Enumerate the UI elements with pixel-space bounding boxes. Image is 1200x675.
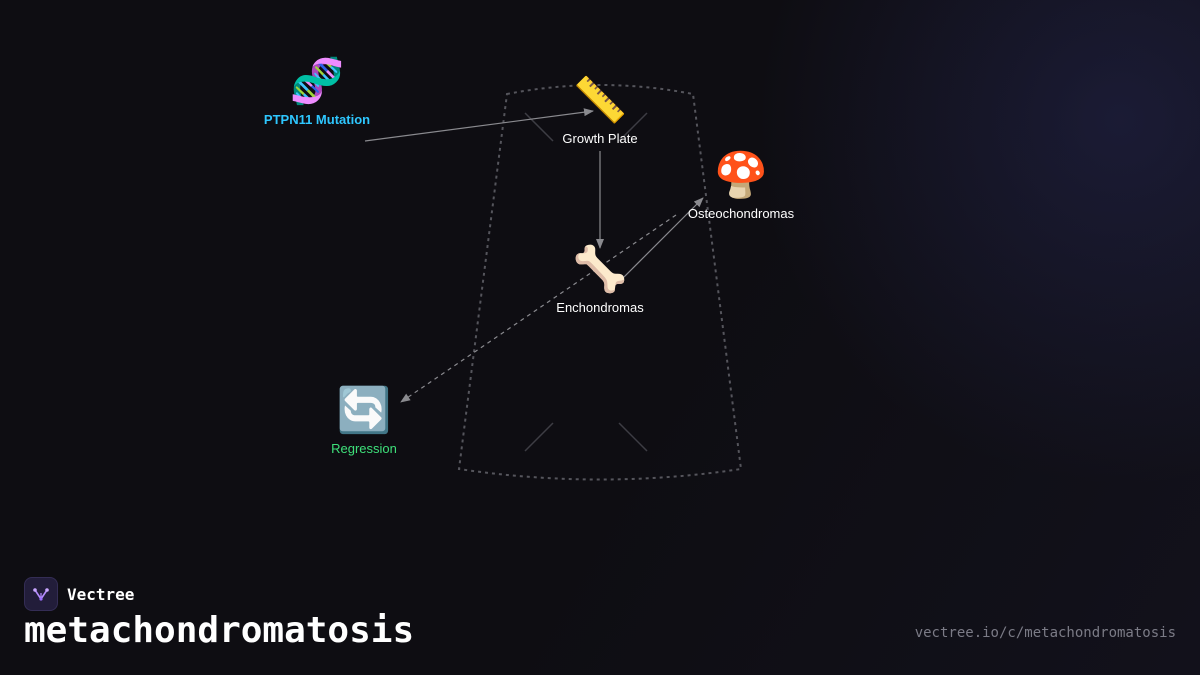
node-emoji-icon: 📏 (572, 76, 628, 125)
node-label: Regression (331, 441, 397, 456)
edge-enchondromas-to-osteochondromas (618, 197, 704, 283)
node-regression[interactable]: 🔄 Regression (331, 385, 397, 456)
node-emoji-icon: 🦴 (572, 245, 628, 294)
brand[interactable]: Vectree (24, 577, 134, 611)
outline-tick (524, 112, 554, 142)
node-enchondromas[interactable]: 🦴 Enchondromas (556, 244, 643, 315)
node-ptpn11[interactable]: 🧬 PTPN11 Mutation (264, 56, 370, 127)
vectree-logo-icon (24, 577, 58, 611)
outline-tick (524, 422, 554, 452)
edges-layer (364, 108, 704, 403)
bone-outline (457, 84, 743, 481)
edge-ptpn11-to-growth_plate (364, 108, 594, 142)
brand-name: Vectree (67, 584, 135, 604)
node-osteochondromas[interactable]: 🍄 Osteochondromas (688, 150, 794, 221)
node-label: PTPN11 Mutation (263, 112, 371, 127)
node-label: Osteochondromas (687, 206, 795, 221)
node-growth-plate[interactable]: 📏 Growth Plate (562, 75, 637, 146)
node-label: Enchondromas (556, 300, 644, 315)
node-label: Growth Plate (562, 131, 638, 146)
outline-tick (618, 112, 648, 142)
page-title: metachondromatosis (24, 610, 415, 651)
node-emoji-icon: 🍄 (713, 151, 769, 200)
node-emoji-icon: 🧬 (289, 57, 345, 106)
node-emoji-icon: 🔄 (336, 386, 392, 435)
page-url[interactable]: vectree.io/c/metachondromatosis (914, 625, 1176, 641)
outline-tick (618, 422, 648, 452)
